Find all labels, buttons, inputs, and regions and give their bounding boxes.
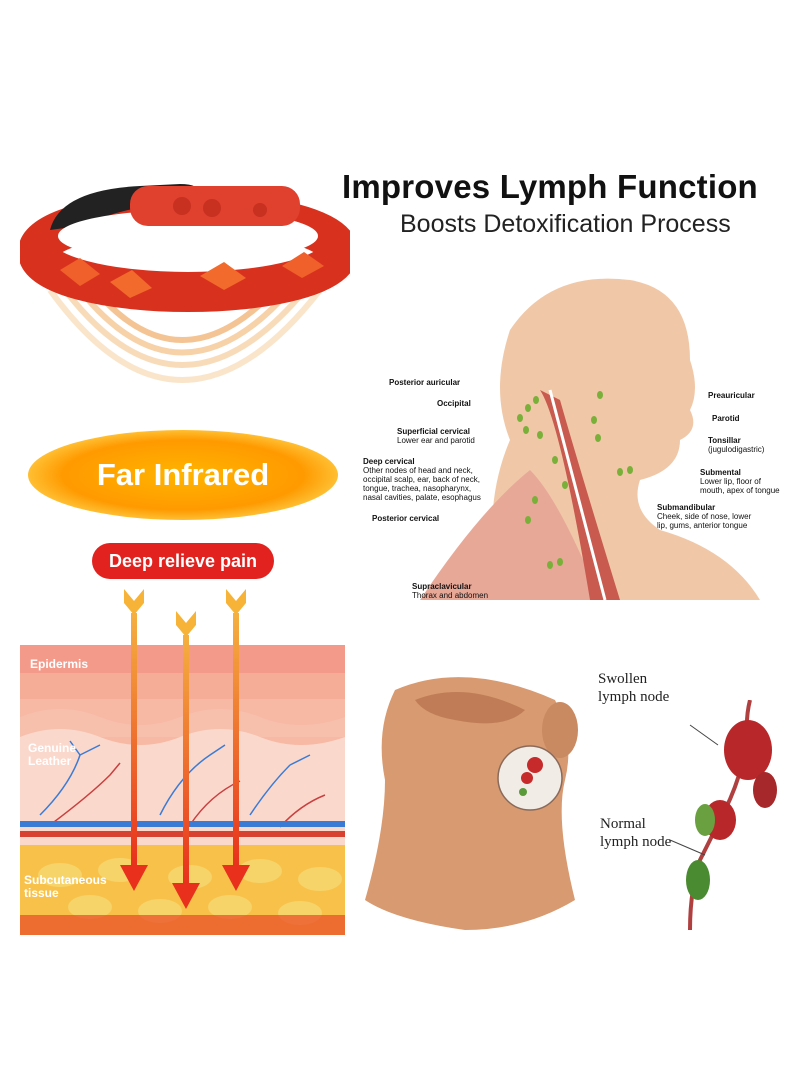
infrared-arrows [120,589,250,909]
blue-vessels [39,740,311,816]
label-submandibular-desc-1: Cheek, side of nose, lower [657,512,752,521]
label-posterior-cervical: Posterior cervical [372,514,440,523]
label-deep-cervical-desc-1: Other nodes of head and neck, [363,466,473,475]
heat-waves [47,287,323,383]
label-superficial-cervical-desc: Lower ear and parotid [397,436,475,445]
far-infrared-glow [28,430,338,520]
label-tonsillar-desc: (jugulodigastric) [708,445,765,454]
arrow-middle [172,611,200,909]
label-submental-desc-1: Lower lip, floor of [700,477,761,486]
bracelet-illustration [20,184,350,383]
normal-label-2: lymph node [600,834,672,850]
neck-swollen-illustration [365,677,578,930]
label-supraclavicular: Supraclavicular [412,582,472,591]
lymph-node-comparison [669,700,777,931]
lymph-nodes [517,391,633,569]
neck-lymph-anatomy [420,278,760,601]
normal-label-1: Normal [600,816,646,832]
tissue-label: tissue [24,886,59,900]
far-infrared-label: Far Infrared [96,457,270,492]
label-deep-cervical-desc-3: tongue, trachea, nasopharynx, [363,484,472,493]
label-deep-cervical-desc-2: occipital scalp, ear, back of neck, [363,475,480,484]
label-deep-cervical: Deep cervical [363,457,415,466]
label-tonsillar: Tonsillar [708,436,741,445]
arrow-right [222,589,250,891]
subcutaneous-label: Subcutaneous [24,873,107,887]
arrow-left [120,589,148,891]
label-submental: Submental [700,468,741,477]
deep-relieve-pain-badge: Deep relieve pain [92,543,274,579]
genuine-label: Genuine [28,741,77,755]
swollen-label-1: Swollen [598,671,648,687]
label-submental-desc-2: mouth, apex of tongue [700,486,780,495]
label-submandibular-desc-2: lip, gums, anterior tongue [657,521,748,530]
label-submandibular: Submandibular [657,503,716,512]
headline-title: Improves Lymph Function [342,168,758,205]
skin-layers-illustration [20,645,345,935]
label-occipital: Occipital [437,399,471,408]
epidermis-label: Epidermis [30,657,89,671]
label-posterior-auricular: Posterior auricular [389,378,461,387]
swollen-label-2: lymph node [598,689,670,705]
label-deep-cervical-desc-4: nasal cavities, palate, esophagus [363,493,481,502]
leather-label: Leather [28,754,72,768]
bracelet [20,184,350,312]
label-preauricular: Preauricular [708,391,755,400]
label-parotid: Parotid [712,414,740,423]
label-superficial-cervical: Superficial cervical [397,427,470,436]
headline-subtitle: Boosts Detoxification Process [400,210,731,238]
label-supraclavicular-desc: Thorax and abdomen [412,591,489,600]
